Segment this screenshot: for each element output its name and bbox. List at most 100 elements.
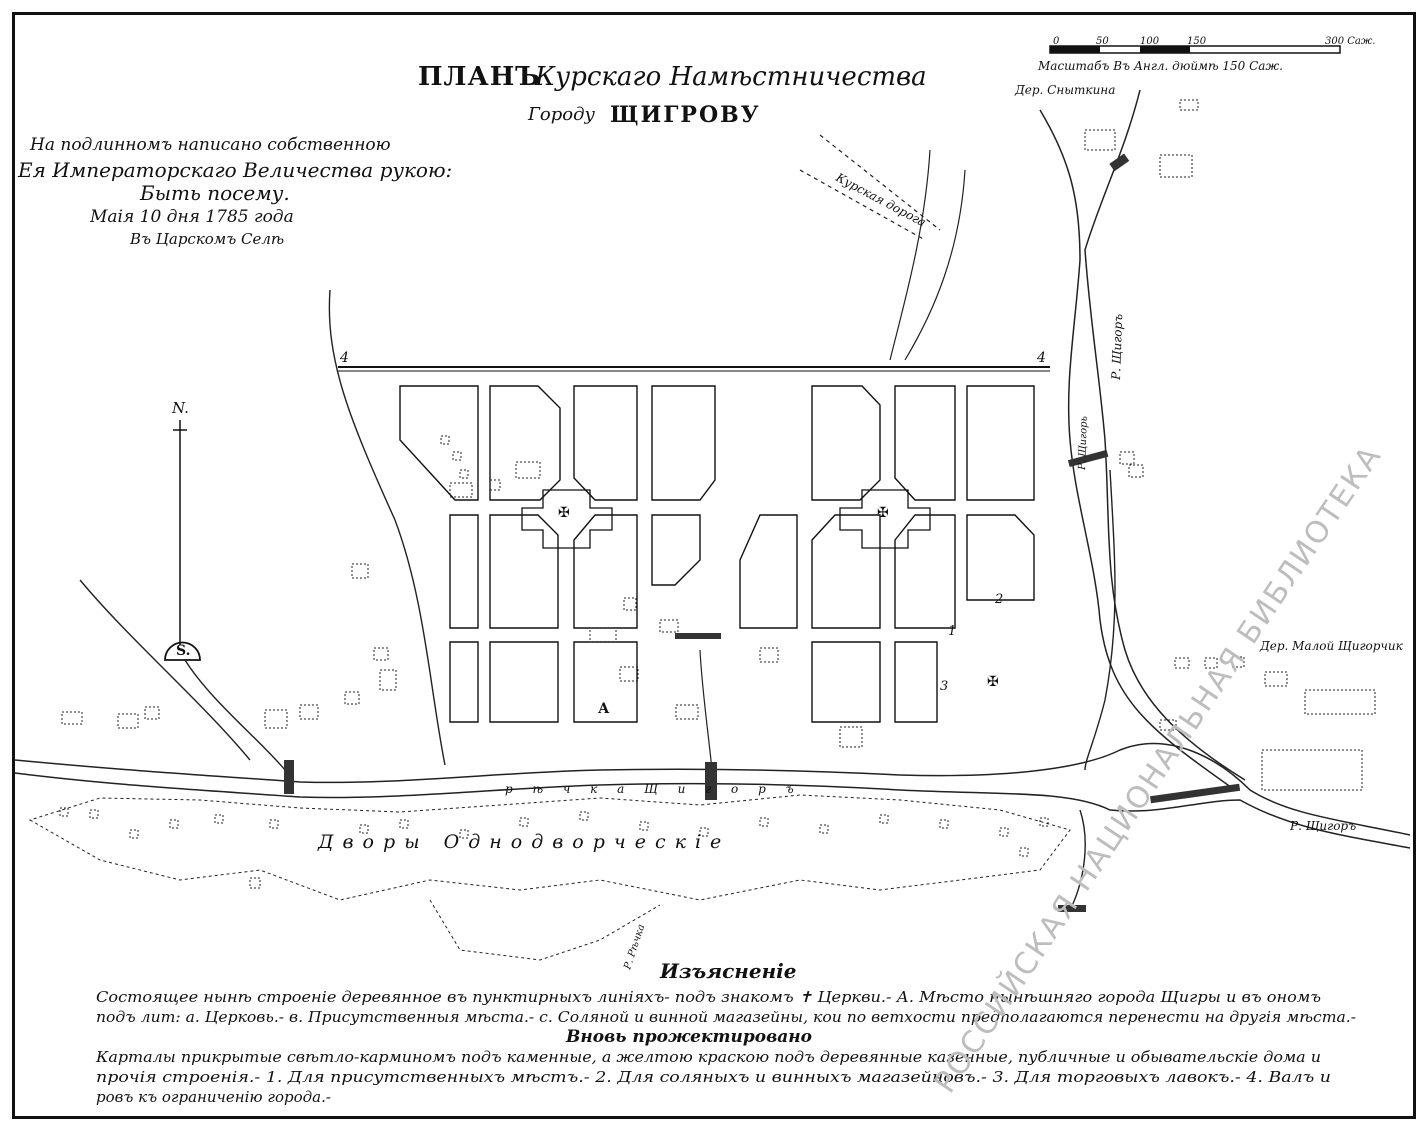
building-footprint [519, 817, 529, 827]
building-footprint [344, 691, 360, 705]
rampart-label-left: 4 [339, 350, 349, 366]
building-footprint [659, 619, 679, 633]
stream-left-b [184, 659, 286, 771]
title-shchigrovu: ЩИГРОВУ [610, 102, 761, 128]
rivers [14, 89, 1411, 911]
stream-left-a [79, 579, 251, 761]
building-footprint [1264, 671, 1288, 687]
bridge-north [1109, 153, 1130, 172]
building-footprint [452, 451, 462, 461]
town-block [739, 514, 798, 629]
building-footprint [839, 726, 863, 748]
map-labels: Дер. Сныткина Р. Щигоръ Р. Щигорь Дер. М… [622, 83, 1404, 972]
bridge-center [705, 762, 717, 800]
building-footprint [675, 704, 699, 720]
bridge-creek [675, 633, 721, 639]
bridge-west [284, 760, 294, 794]
scale-caption: Масштабъ Въ Англ. дюймѣ 150 Саж. [1037, 59, 1283, 73]
bridge-south [1058, 905, 1086, 912]
place-1: 1 [948, 624, 956, 639]
building-footprint [169, 819, 179, 829]
scale-tick-300: 300 Саж. [1325, 36, 1375, 47]
building-footprint [1159, 154, 1193, 178]
compass-south-circle [164, 641, 201, 661]
place-2: 2 [994, 592, 1003, 607]
building-footprint [379, 669, 397, 691]
building-footprint [59, 807, 69, 817]
building-footprint [129, 829, 139, 839]
building-footprint [117, 713, 139, 729]
legend-line-3: Карталы прикрытые свѣтло-карминомъ подъ … [95, 1048, 1321, 1066]
building-footprint [879, 814, 889, 824]
building-footprint [1231, 656, 1245, 668]
building-footprint [1261, 749, 1363, 791]
note-line-1: На подлинномъ написано собственною [29, 135, 391, 155]
building-footprint [515, 461, 541, 479]
building-footprint [440, 435, 450, 445]
river-shchigor-lower-label: Р. Щигоръ [1289, 819, 1356, 833]
road-lower-label: Р. Рѣчка [622, 923, 647, 972]
title-gorodu: Городу [527, 104, 596, 125]
town-block [651, 385, 716, 501]
building-footprint [759, 817, 769, 827]
title-plan-word: ПЛАНЪ [418, 62, 541, 92]
kursk-road-dashed-a [819, 134, 941, 231]
building-footprint [449, 482, 473, 498]
building-footprint [214, 814, 224, 824]
town-block [651, 514, 701, 586]
building-footprint [359, 824, 369, 834]
village-snytkina-label: Дер. Сныткина [1014, 83, 1115, 97]
building-footprint [1179, 99, 1199, 111]
building-footprint [1159, 719, 1177, 731]
place-3: 3 [940, 679, 948, 694]
building-footprint [399, 819, 409, 829]
building-footprint [759, 647, 779, 663]
building-footprint [589, 627, 617, 643]
building-footprint [89, 809, 99, 819]
existing-buildings [59, 99, 1376, 889]
legend-heading-projected: Вновь прожектировано [565, 1027, 812, 1047]
town-block [894, 385, 956, 501]
church-square-left [521, 489, 613, 549]
town-block [449, 641, 479, 723]
church-cross-east-icon: ✠ [987, 674, 999, 690]
building-footprint [144, 706, 160, 720]
river-upper-bank [14, 742, 1411, 836]
town-block [811, 514, 881, 629]
map-title: ПЛАНЪ Курскаго Намѣстничества Городу ЩИГ… [418, 62, 927, 128]
river-upper-small-label: Р. Щигорь [1077, 416, 1090, 471]
imperial-note: На подлинномъ написано собственною Ея Им… [17, 135, 452, 248]
river-shchigor-right-bank [1084, 89, 1246, 781]
rampart-label-right: 4 [1036, 350, 1046, 366]
scale-tick-0: 0 [1053, 36, 1060, 47]
town-block [966, 385, 1035, 501]
building-footprint [999, 827, 1009, 837]
odnodvortsy-area: Дворы Однодворческіе р ѣ ч к а Щ и г о р… [28, 782, 1071, 961]
town-block [449, 514, 479, 629]
town-block [489, 514, 559, 629]
rampart: 4 4 [338, 350, 1050, 372]
building-footprint [699, 827, 709, 837]
legend-heading: Изъясненіе [659, 959, 797, 983]
ravine-right [1084, 469, 1116, 771]
building-footprint [299, 704, 319, 720]
town-block [811, 641, 881, 723]
stream-lower-right [1069, 809, 1086, 911]
church-cross-left-icon: ✠ [558, 505, 570, 521]
legend-line-4: прочія строенія.- 1. Для присутственныхъ… [96, 1068, 1331, 1086]
town-block [489, 641, 559, 723]
road-line-left [889, 149, 931, 361]
map-frame [12, 12, 1416, 1119]
town-block [894, 514, 956, 629]
note-line-2: Ея Императорскаго Величества рукою: [17, 158, 452, 182]
title-kursk: Курскаго Намѣстничества [534, 62, 927, 92]
odnodvortsy-south-lot [429, 899, 661, 961]
building-footprint [619, 666, 639, 682]
bridges [284, 153, 1241, 912]
bridge-mid [1067, 449, 1109, 468]
building-footprint [489, 479, 501, 491]
building-footprint [1119, 451, 1135, 465]
odnodvortsy-label: Дворы Однодворческіе [317, 831, 730, 853]
place-a-old-town: А [598, 701, 610, 717]
